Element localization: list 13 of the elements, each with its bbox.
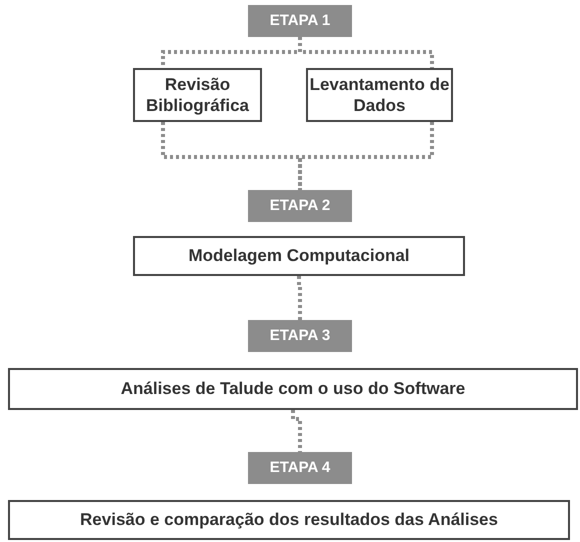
- dotted-connector: [298, 37, 434, 68]
- dotted-connector: [297, 276, 302, 320]
- stage-tag: ETAPA 4: [248, 452, 352, 484]
- stage-tag: ETAPA 3: [248, 320, 352, 352]
- process-box: Revisão Bibliográfica: [133, 68, 262, 122]
- dotted-connector: [291, 410, 302, 452]
- process-box: Revisão e comparação dos resultados das Análises: [8, 500, 570, 540]
- stage-tag: ETAPA 2: [248, 190, 352, 222]
- dotted-connector: [298, 122, 434, 190]
- process-box: Levantamento de Dados: [306, 68, 453, 122]
- process-box: Modelagem Computacional: [133, 236, 465, 276]
- stage-tag: ETAPA 1: [248, 5, 352, 37]
- process-box: Análises de Talude com o uso do Software: [8, 368, 578, 410]
